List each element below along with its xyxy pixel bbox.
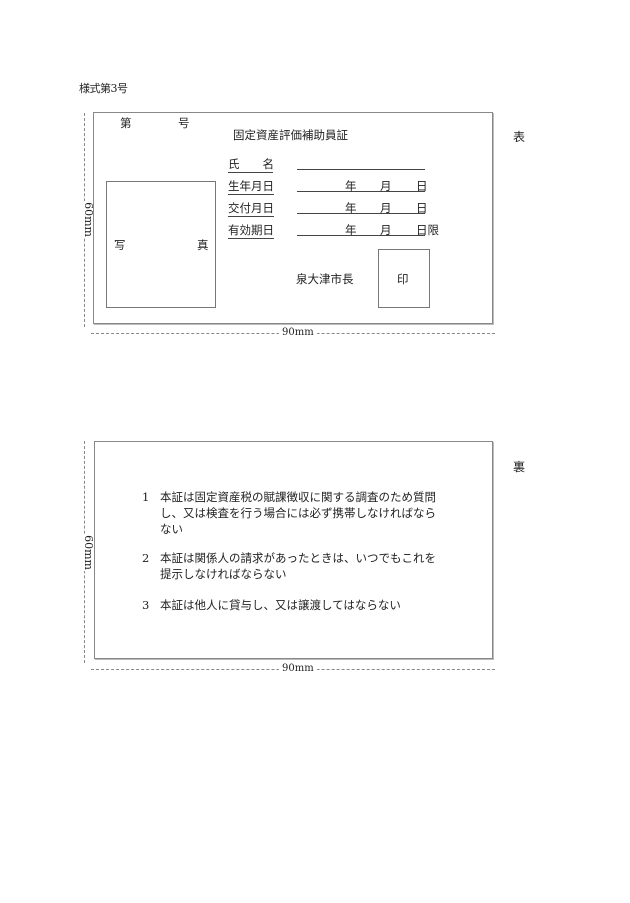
birth-day-unit: 日 bbox=[416, 179, 428, 193]
seal-box bbox=[378, 249, 430, 308]
card-title: 固定資産評価補助員証 bbox=[233, 128, 348, 142]
field-label-expiry-date: 有効期日 bbox=[228, 223, 274, 239]
field-line-issue-date bbox=[297, 201, 425, 214]
front-width-label: 90mm bbox=[279, 327, 317, 338]
form-number: 様式第3号 bbox=[79, 82, 128, 95]
card-number-label-right: 号 bbox=[178, 116, 190, 130]
rule-text-line: 提示しなければならない bbox=[160, 567, 287, 581]
rule-text-line: 本証は固定資産税の賦課徴収に関する調査のため質問 bbox=[160, 490, 436, 504]
back-side-label: 裏 bbox=[513, 460, 526, 474]
issuer-name: 泉大津市長 bbox=[296, 272, 354, 286]
birth-year-unit: 年 bbox=[345, 179, 357, 193]
photo-label-left: 写 bbox=[114, 238, 126, 252]
seal-label: 印 bbox=[397, 272, 409, 286]
back-card bbox=[94, 441, 493, 659]
back-width-label: 90mm bbox=[279, 663, 317, 674]
field-label-name: 氏 名 bbox=[228, 157, 274, 173]
field-label-birthdate: 生年月日 bbox=[228, 179, 274, 195]
photo-box bbox=[106, 181, 216, 308]
photo-label-right: 真 bbox=[197, 238, 209, 252]
expiry-day-unit: 日限 bbox=[416, 223, 439, 237]
rule-text-line: し、又は検査を行う場合には必ず携帯しなければなら bbox=[160, 506, 436, 520]
issue-year-unit: 年 bbox=[345, 201, 357, 215]
birth-month-unit: 月 bbox=[380, 179, 392, 193]
front-side-label: 表 bbox=[513, 130, 526, 144]
rule-number: 3 bbox=[142, 598, 150, 612]
card-number-label-left: 第 bbox=[120, 116, 132, 130]
front-card bbox=[93, 112, 493, 324]
rule-number: 1 bbox=[142, 490, 150, 504]
rule-text-line: ない bbox=[160, 522, 183, 536]
rule-text-line: 本証は関係人の請求があったときは、いつでもこれを bbox=[160, 551, 436, 565]
rule-text-line: 本証は他人に貸与し、又は譲渡してはならない bbox=[160, 598, 401, 612]
field-line-expiry-date bbox=[297, 223, 425, 236]
field-label-issue-date: 交付月日 bbox=[228, 201, 274, 217]
field-line-birthdate bbox=[297, 179, 425, 192]
expiry-month-unit: 月 bbox=[380, 223, 392, 237]
issue-month-unit: 月 bbox=[380, 201, 392, 215]
issue-day-unit: 日 bbox=[416, 201, 428, 215]
expiry-year-unit: 年 bbox=[345, 223, 357, 237]
back-height-label: 60mm bbox=[81, 534, 95, 571]
rule-number: 2 bbox=[142, 551, 150, 565]
field-line-name bbox=[297, 157, 425, 170]
